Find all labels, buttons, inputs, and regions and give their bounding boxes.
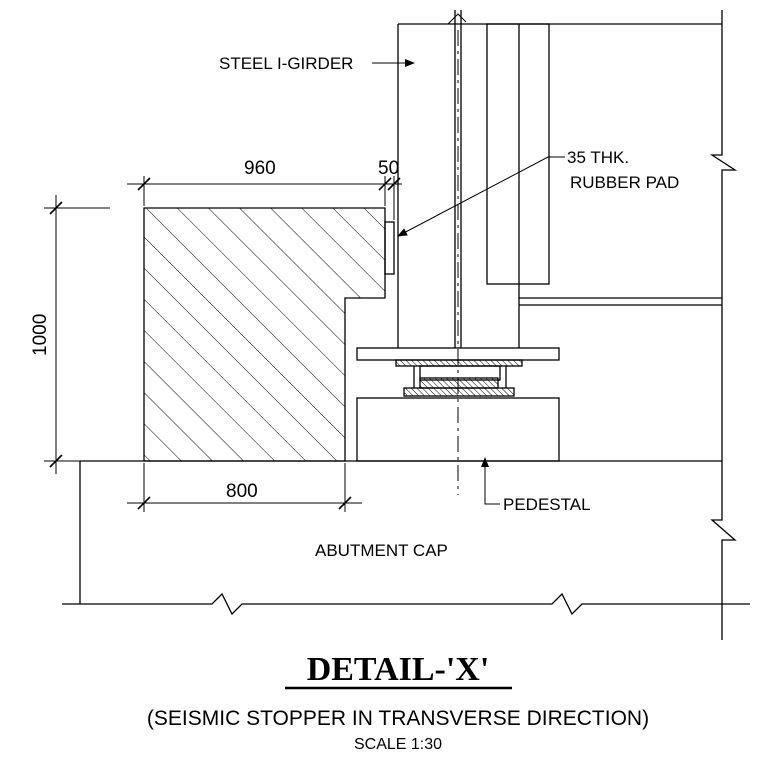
bearing-bottom-plate xyxy=(403,387,515,397)
dim-bottom-ticks xyxy=(137,496,352,510)
girder-label: STEEL I-GIRDER xyxy=(219,54,353,73)
drawing-subtitle: (SEISMIC STOPPER IN TRANSVERSE DIRECTION… xyxy=(147,707,649,730)
dim-top-ticks xyxy=(137,177,401,191)
dim-base-width: 800 xyxy=(226,481,258,502)
dim-left-ticks xyxy=(49,201,63,468)
abutment-bottom-breakline xyxy=(62,592,750,616)
pedestal-label: PEDESTAL xyxy=(503,495,591,514)
abutment-cap-label: ABUTMENT CAP xyxy=(315,541,448,560)
dim-pad-width: 50 xyxy=(378,158,399,179)
dim-height: 1000 xyxy=(30,314,51,356)
bearing-top-plate xyxy=(395,359,523,367)
rubber-pad-label-line1: 35 THK. xyxy=(567,148,629,167)
right-edge-breakline xyxy=(709,10,738,640)
drawing-scale: SCALE 1:30 xyxy=(354,736,442,753)
bearing-core xyxy=(419,377,499,389)
abutment-cap-outline xyxy=(79,460,722,604)
pedestal-leader xyxy=(481,457,500,505)
rubber-pad-label-line2: RUBBER PAD xyxy=(570,173,679,192)
pedestal xyxy=(356,397,560,462)
girder-stiffener xyxy=(486,23,550,285)
seismic-stopper-block xyxy=(143,207,386,462)
dim-top-width: 960 xyxy=(244,158,276,179)
web-top-break xyxy=(447,13,467,25)
rubber-pad xyxy=(384,221,395,275)
rubber-pad-leader xyxy=(397,156,565,237)
drawing-title: DETAIL-'X' xyxy=(307,651,490,688)
